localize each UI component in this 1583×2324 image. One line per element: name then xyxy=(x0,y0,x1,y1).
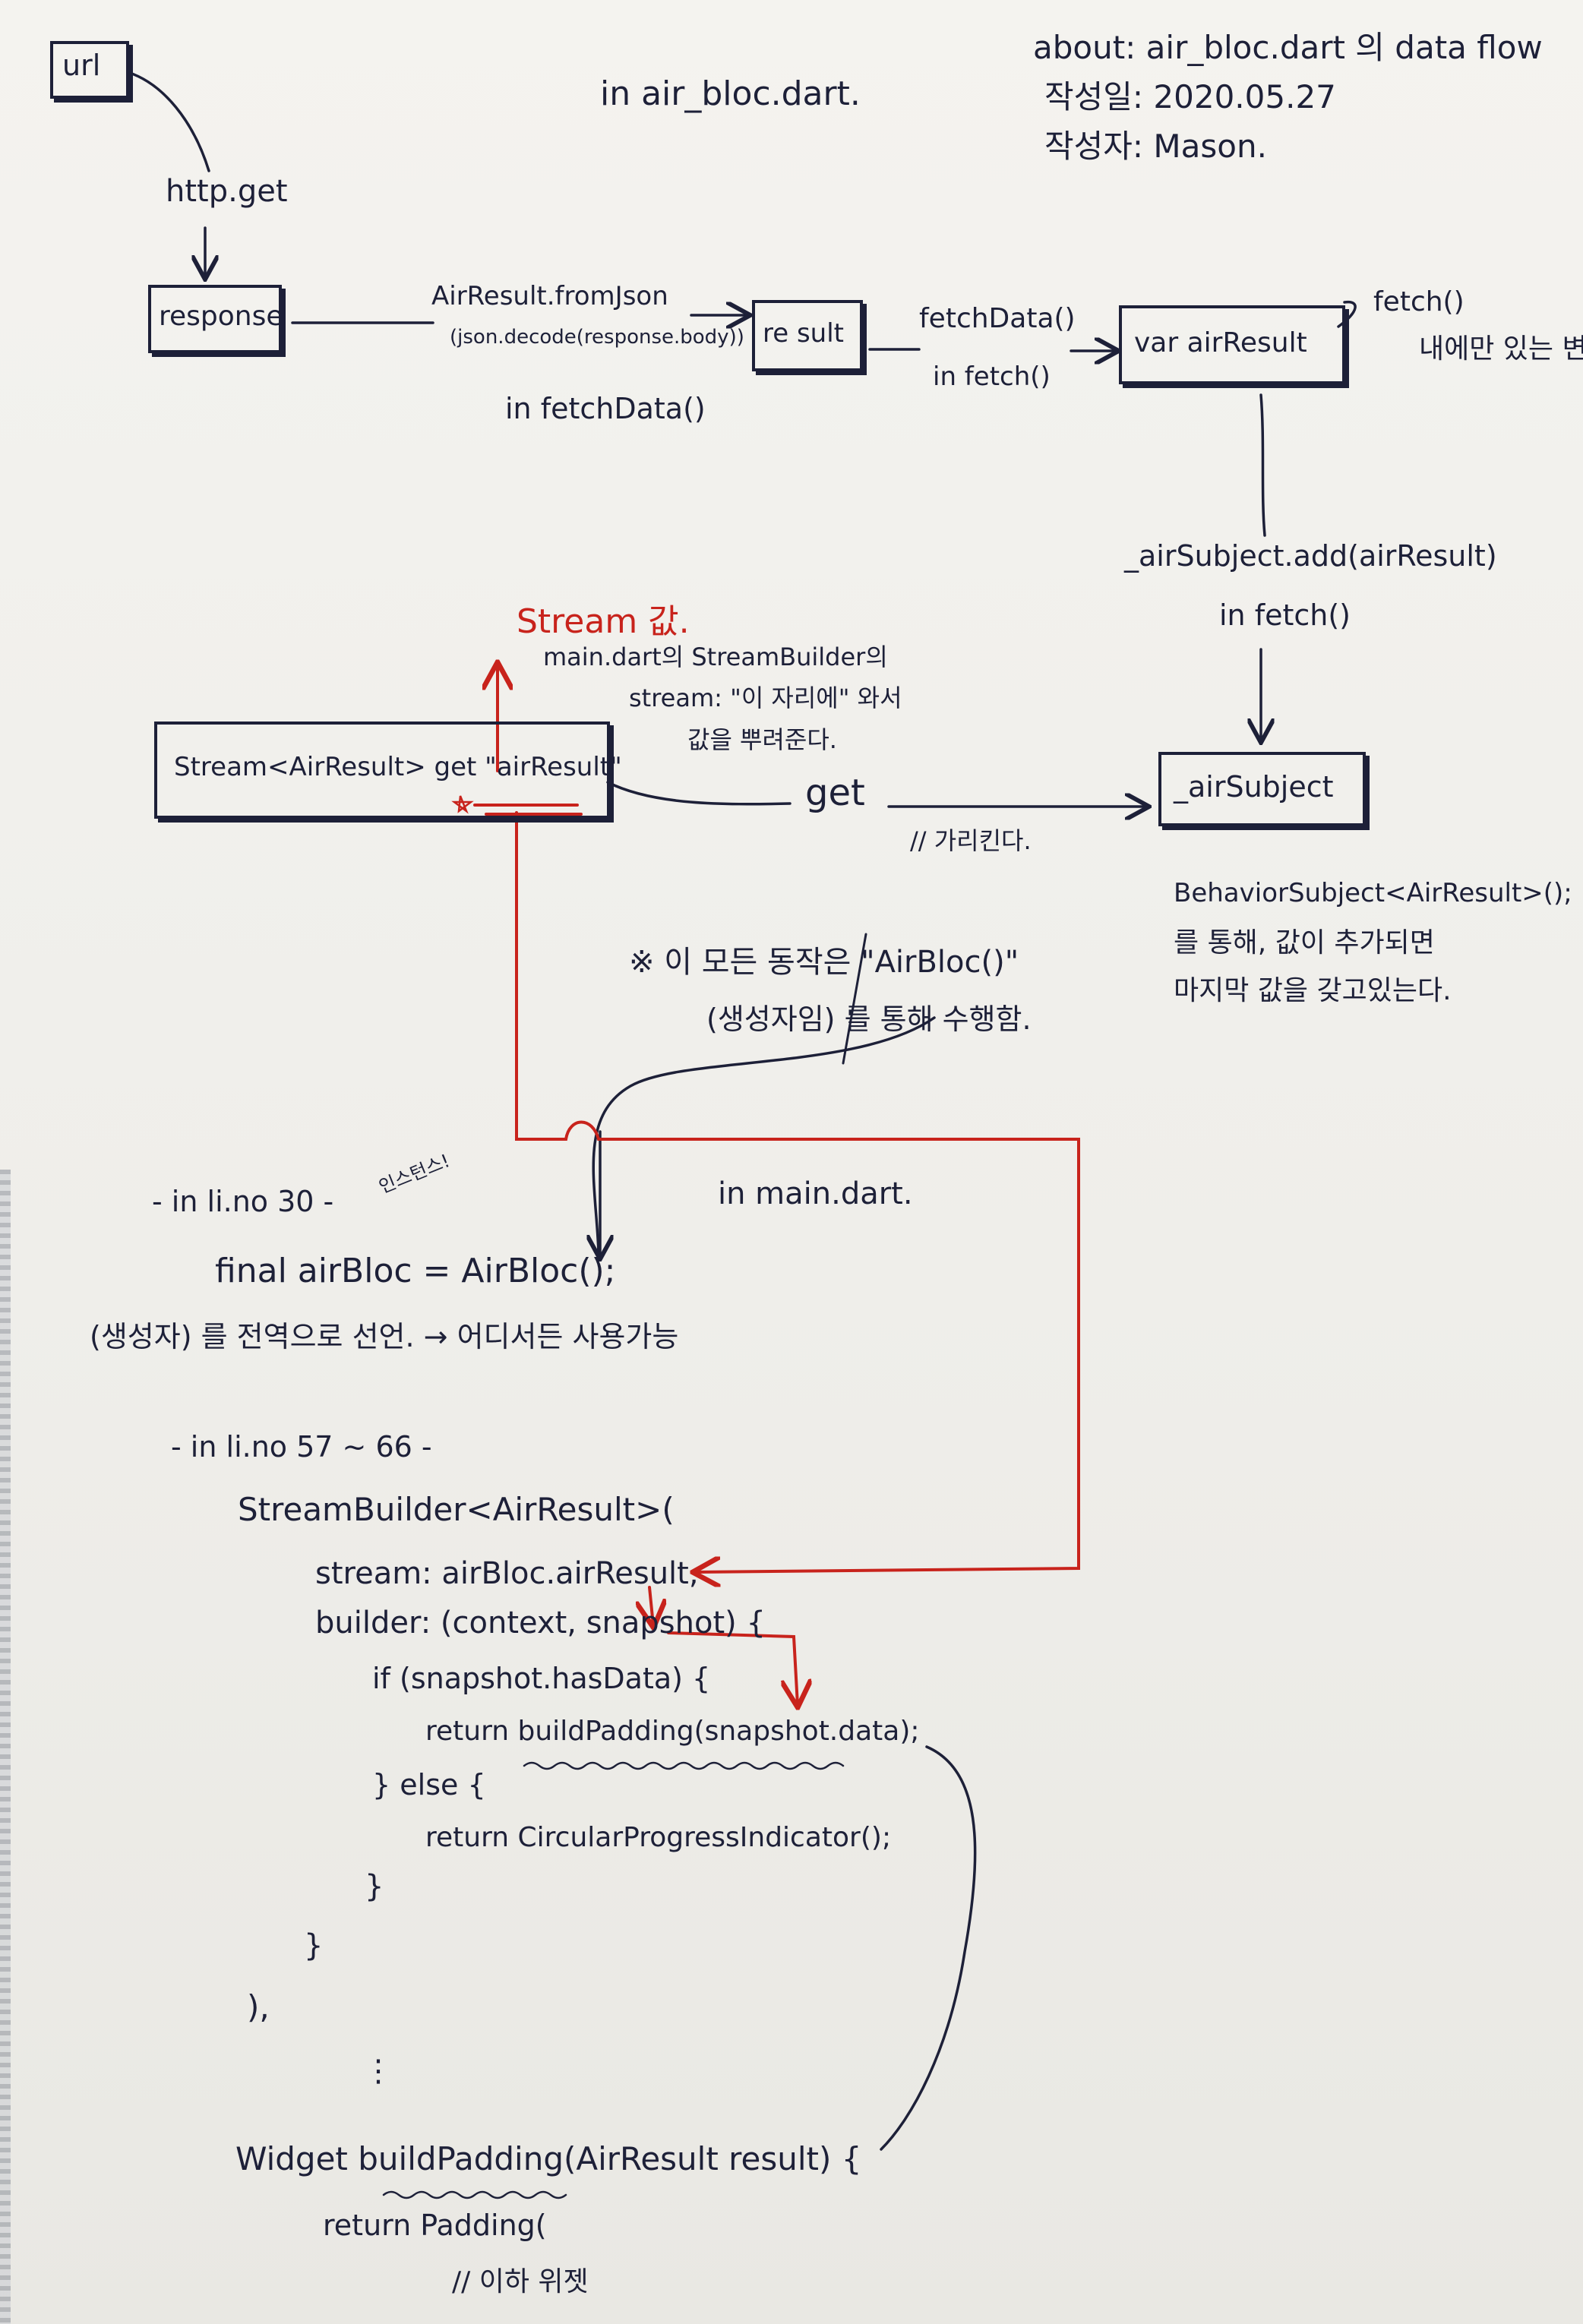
squiggle-buildpadding-call xyxy=(523,1761,845,1770)
var-airresult-label: var airResult xyxy=(1134,327,1307,358)
behavior-line-3: 마지막 값을 갖고있는다. xyxy=(1174,975,1452,1006)
url-box: url xyxy=(50,41,129,99)
response-box: response xyxy=(148,285,283,353)
line-57-label: - in li.no 57 ~ 66 - xyxy=(171,1430,432,1464)
about-line: about: air_bloc.dart 의 data flow xyxy=(1033,29,1543,66)
all-actions-note-1: ※ 이 모든 동작은 "AirBloc()" xyxy=(629,945,1019,980)
response-to-result-arrow xyxy=(291,315,748,323)
result-label: re sult xyxy=(763,318,844,349)
data-to-buildpadding-line xyxy=(880,1745,977,2151)
in-fetch-label: in fetch() xyxy=(933,362,1051,392)
code-line-2: builder: (context, snapshot) { xyxy=(315,1606,766,1640)
date-line: 작성일: 2020.05.27 xyxy=(1044,78,1336,115)
code-line-6: return CircularProgressIndicator(); xyxy=(425,1822,892,1853)
global-note: (생성자) 를 전역으로 선언. → 어디서든 사용가능 xyxy=(90,1320,679,1353)
widget-signature: Widget buildPadding(AirResult result) { xyxy=(235,2140,862,2177)
code-line-10: ⋮ xyxy=(363,2054,393,2089)
http-get-label: http.get xyxy=(166,174,288,209)
getter-underline xyxy=(473,804,583,816)
airsubject-label: _airSubject xyxy=(1174,770,1334,804)
stream-note-2: stream: "이 자리에" 와서 xyxy=(629,684,902,712)
var-airresult-box: var airResult xyxy=(1119,305,1345,384)
code-line-8: } xyxy=(304,1928,324,1963)
subject-add-label: _airSubject.add(airResult) xyxy=(1124,539,1497,573)
behavior-line-1: BehaviorSubject<AirResult>(); xyxy=(1174,878,1572,908)
code-line-4: return buildPadding(snapshot.data); xyxy=(425,1716,920,1747)
var-to-add-line xyxy=(1259,393,1266,537)
code-line-9: ), xyxy=(247,1988,270,2026)
airsubject-box: _airSubject xyxy=(1158,752,1366,826)
behavior-line-2: 를 통해, 값이 추가되면 xyxy=(1174,927,1435,958)
url-label: url xyxy=(62,49,101,82)
squiggle-buildpadding-decl xyxy=(382,2190,567,2199)
stream-getter-label: Stream<AirResult> get "airResult" xyxy=(174,752,622,782)
code-line-7: } xyxy=(365,1869,384,1904)
code-line-5: } else { xyxy=(372,1768,486,1801)
code-line-1: stream: airBloc.airResult, xyxy=(315,1556,699,1591)
star-mark xyxy=(451,795,474,814)
getter-to-stream-loop xyxy=(515,811,1080,1572)
get-label: get xyxy=(805,772,865,814)
subject-add-in: in fetch() xyxy=(1219,598,1351,632)
all-actions-note-2: (생성자임) 를 통해 수행함. xyxy=(706,1003,1032,1036)
stream-note-1: main.dart의 StreamBuilder의 xyxy=(543,643,888,671)
in-fetchdata-note: in fetchData() xyxy=(505,392,706,425)
in-main-note: in main.dart. xyxy=(718,1176,913,1211)
result-box: re sult xyxy=(752,300,863,371)
line-30-label: - in li.no 30 - xyxy=(152,1185,334,1218)
slash-mark xyxy=(842,933,867,1065)
stream-note-3: 값을 뿌려준다. xyxy=(687,725,837,754)
return-padding: return Padding( xyxy=(323,2209,547,2242)
widget-comment: // 이하 위젯 xyxy=(452,2266,589,2297)
fetchdata-label: fetchData() xyxy=(919,303,1076,334)
snapshot-arrow xyxy=(649,1586,653,1625)
from-json-args: (json.decode(response.body)) xyxy=(450,326,744,349)
getter-to-main-arrow xyxy=(592,1016,936,1255)
stream-getter-box: Stream<AirResult> get "airResult" xyxy=(154,722,622,819)
url-to-http-arrow xyxy=(126,71,210,172)
fetch-scope-note: 내에만 있는 변수 xyxy=(1419,333,1583,365)
stream-value-label: Stream 값. xyxy=(517,602,690,641)
author-line: 작성자: Mason. xyxy=(1044,128,1267,165)
result-to-var-arrow xyxy=(868,349,1117,351)
response-label: response xyxy=(159,301,283,332)
from-json-call: AirResult.fromJson xyxy=(431,281,668,311)
file-note: in air_bloc.dart. xyxy=(600,74,861,113)
final-decl: final airBloc = AirBloc(); xyxy=(215,1252,616,1290)
getter-to-subject-arrow xyxy=(606,782,1147,807)
points-note: // 가리킨다. xyxy=(910,826,1032,855)
hasdata-arrow xyxy=(667,1631,798,1705)
code-line-3: if (snapshot.hasData) { xyxy=(372,1662,711,1695)
fetch-note: fetch() xyxy=(1373,286,1465,317)
code-line-0: StreamBuilder<AirResult>( xyxy=(238,1491,675,1528)
spiral-binding xyxy=(0,1170,11,2324)
